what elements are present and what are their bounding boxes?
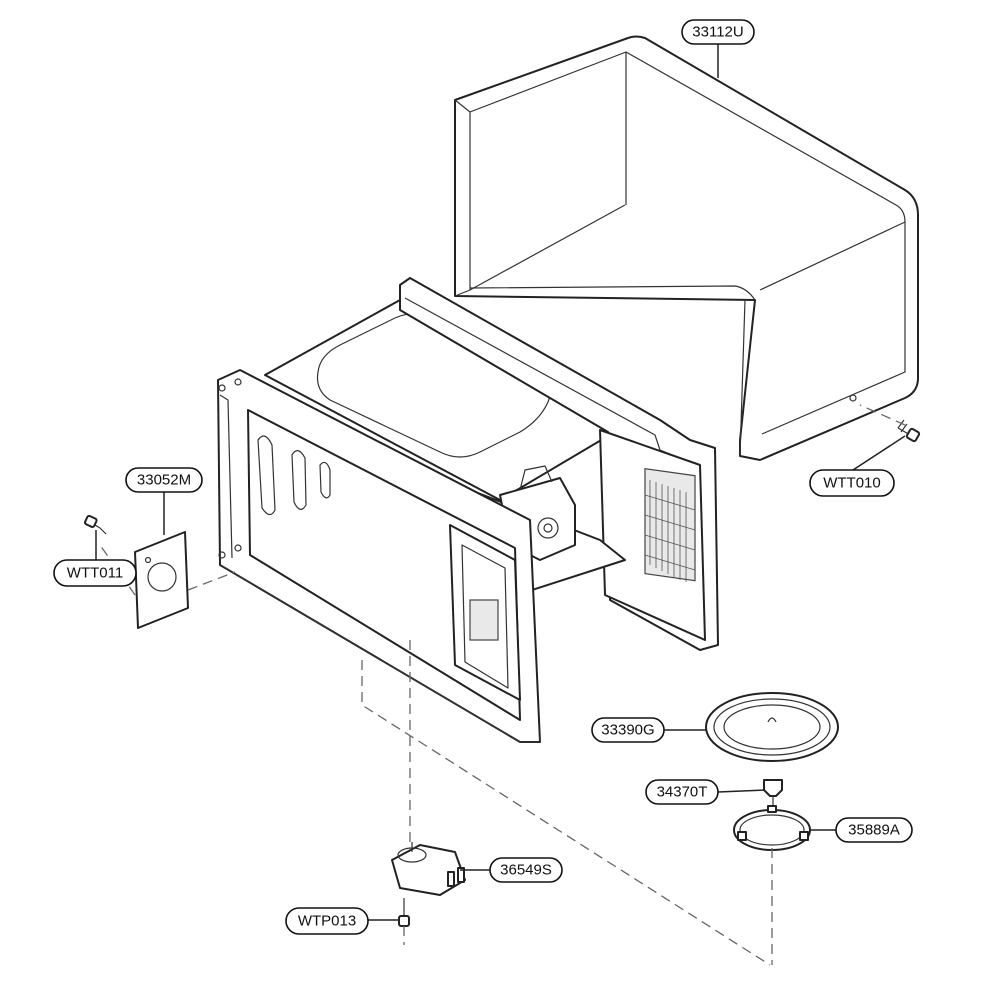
callout-screw-cabinet: WTT010 xyxy=(809,469,895,497)
callout-label-turntable-glass: 33390G xyxy=(601,722,654,739)
callout-coupler: 34370T xyxy=(645,779,719,805)
callout-label-screw-cover: WTT011 xyxy=(67,565,123,582)
callout-label-roller-ring: 35889A xyxy=(848,822,900,839)
screw-wtt011 xyxy=(84,514,107,535)
callout-label-screw-cabinet: WTT010 xyxy=(823,475,881,492)
outer-cabinet xyxy=(454,35,919,461)
callout-screw-motor: WTP013 xyxy=(285,907,369,935)
screw-wtp013 xyxy=(398,898,410,927)
coupler xyxy=(763,779,783,805)
leader-lines xyxy=(95,38,906,921)
turntable-glass xyxy=(705,692,839,762)
callout-label-coupler: 34370T xyxy=(657,784,708,801)
callout-label-cover-plate: 33052M xyxy=(137,472,191,489)
assembly-guide-lines xyxy=(99,404,906,966)
callout-turntable-glass: 33390G xyxy=(591,717,665,743)
callout-label-motor: 36549S xyxy=(500,862,552,879)
cover-plate xyxy=(134,531,189,629)
callout-motor: 36549S xyxy=(489,857,563,883)
vent-grille xyxy=(644,480,696,582)
callout-label-cabinet: 33112U xyxy=(692,24,743,41)
callout-roller-ring: 35889A xyxy=(835,817,913,843)
screw-wtt010 xyxy=(897,419,921,443)
roller-ring xyxy=(733,805,811,851)
callout-cover-plate: 33052M xyxy=(125,467,203,493)
turntable-motor xyxy=(391,842,466,896)
callout-label-screw-motor: WTP013 xyxy=(298,913,356,930)
inner-chassis xyxy=(217,277,719,743)
callout-cabinet: 33112U xyxy=(681,19,755,45)
callout-screw-cover: WTT011 xyxy=(53,559,137,587)
